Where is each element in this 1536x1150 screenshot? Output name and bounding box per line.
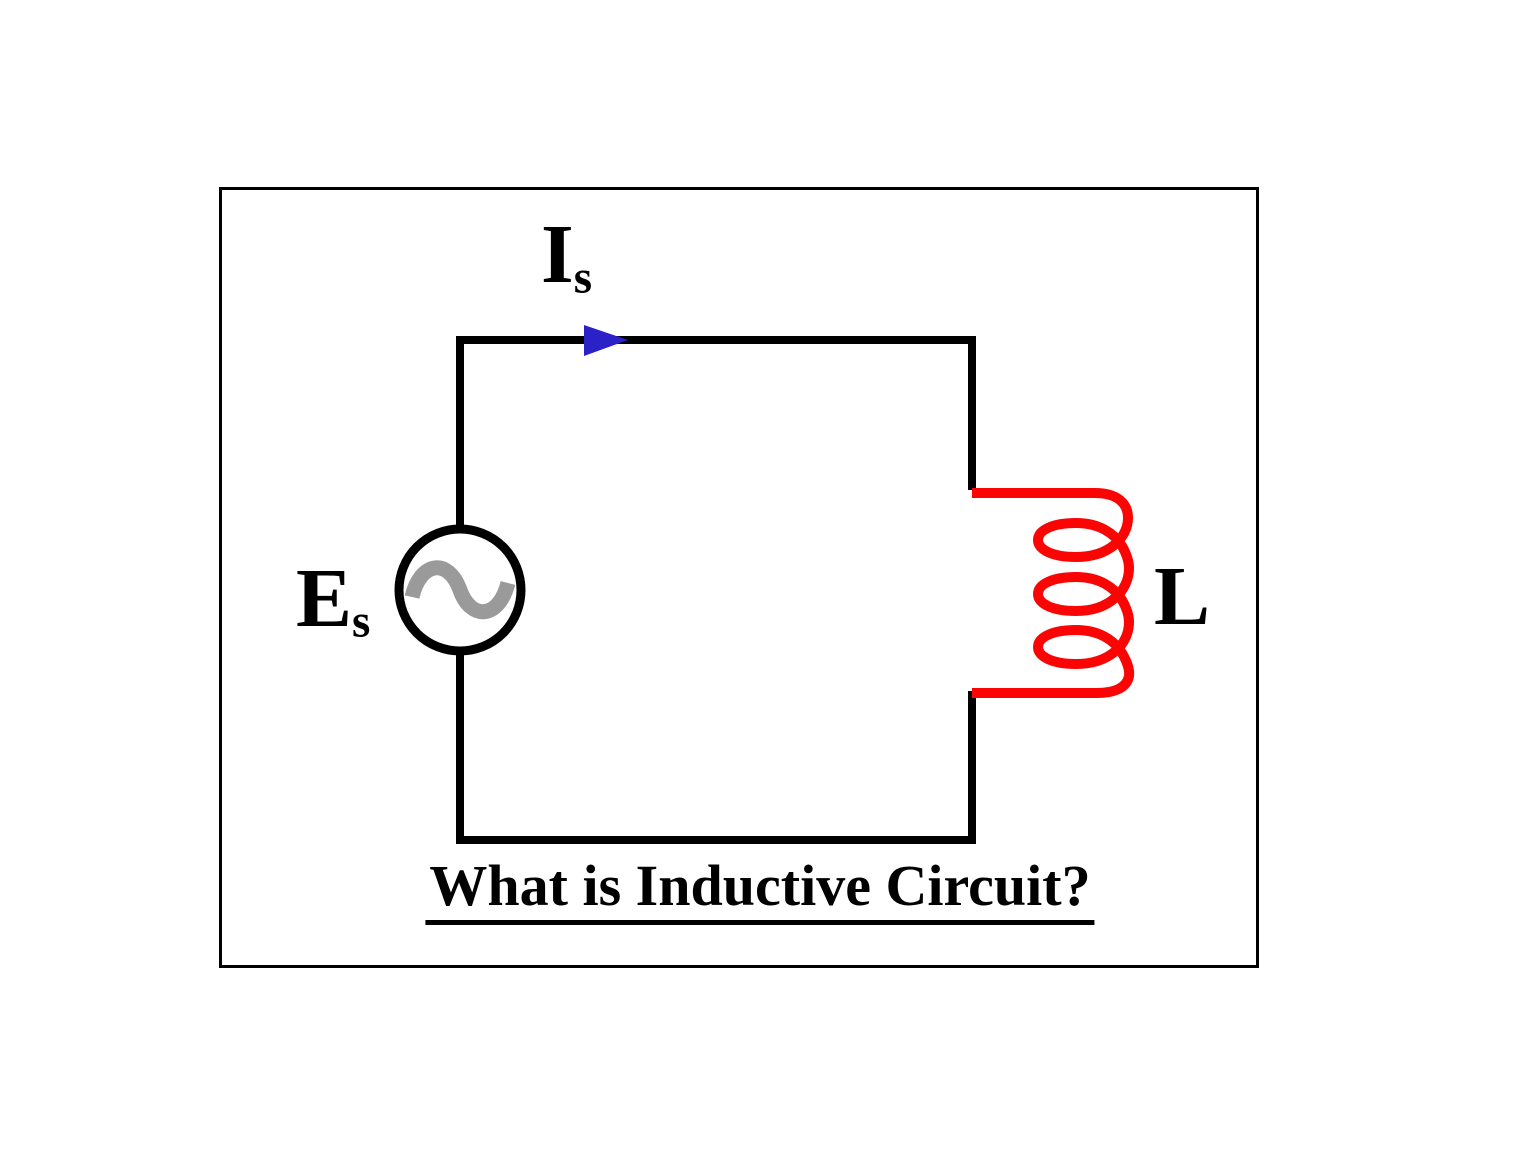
current-label: Is xyxy=(541,213,592,301)
inductor-label: L xyxy=(1154,555,1210,639)
current-label-subscript: s xyxy=(573,251,593,304)
diagram-title: What is Inductive Circuit? xyxy=(425,857,1095,925)
diagram-border xyxy=(219,187,1259,968)
wire-path xyxy=(456,336,976,844)
inductor-label-base: L xyxy=(1154,550,1211,643)
sine-wave-icon xyxy=(404,560,516,620)
source-label: Es xyxy=(296,557,370,645)
current-arrow-icon xyxy=(584,325,628,356)
source-label-base: E xyxy=(296,552,353,645)
inductor-coil xyxy=(972,488,1135,698)
source-label-subscript: s xyxy=(352,595,371,648)
current-label-base: I xyxy=(541,208,574,301)
